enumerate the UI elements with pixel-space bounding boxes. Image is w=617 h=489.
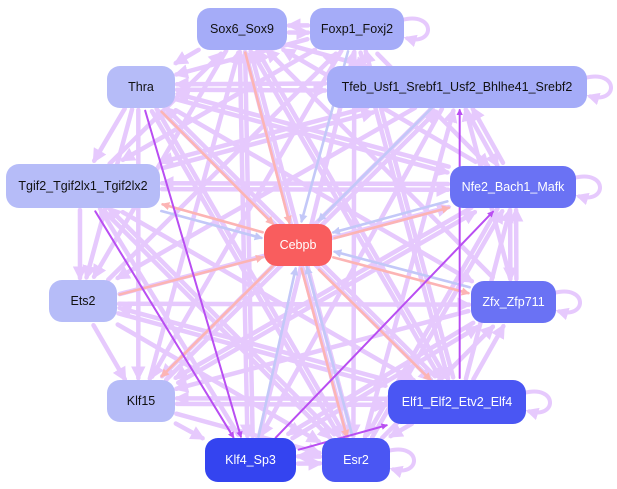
- node-label: Cebpb: [279, 238, 317, 252]
- node-label: Elf1_Elf2_Etv2_Elf4: [401, 395, 513, 409]
- node-label: Zfx_Zfp711: [482, 295, 545, 309]
- edge-tgif2-to-nfe2: [159, 182, 451, 197]
- node-label: Esr2: [343, 453, 369, 467]
- edge-nfe2-to-klf15: [173, 205, 474, 381]
- edge-esr2-to-thra: [154, 106, 347, 438]
- node-label: Klf4_Sp3: [225, 453, 276, 467]
- edge-sox6-to-cebpb: [243, 51, 292, 225]
- edge-thra-to-cebpb: [160, 110, 275, 226]
- node-label: Thra: [128, 80, 154, 94]
- self-loop-nfe2: [573, 174, 602, 206]
- edge-zfx-to-klf4: [285, 320, 476, 437]
- edge-klf4-to-elf1: [297, 423, 388, 451]
- node-label: Nfe2_Bach1_Mafk: [461, 180, 565, 194]
- edge-cebpb-to-zfx: [332, 256, 470, 296]
- edge-zfx-to-sox6: [264, 47, 495, 280]
- edge-sox6-to-elf1: [250, 50, 444, 382]
- node-elf1[interactable]: Elf1_Elf2_Etv2_Elf4: [388, 380, 526, 424]
- node-tgif2[interactable]: Tgif2_Tgif2lx1_Tgif2lx2: [6, 164, 160, 208]
- edge-ets2-to-esr2: [115, 322, 322, 444]
- self-loop-layer: [387, 16, 613, 479]
- edge-cebpb-to-elf1: [317, 268, 432, 382]
- edge-klf15-to-klf4: [173, 421, 206, 441]
- node-label: Foxp1_Foxj2: [320, 22, 394, 36]
- node-esr2[interactable]: Esr2: [322, 438, 390, 482]
- edge-sox6-to-klf4: [237, 49, 255, 439]
- node-sox6[interactable]: Sox6_Sox9: [197, 8, 287, 50]
- node-cebpb[interactable]: Cebpb: [264, 224, 332, 266]
- edge-cebpb-to-tgif2: [161, 202, 264, 234]
- edge-foxp1-to-klf15: [149, 48, 344, 380]
- node-zfx[interactable]: Zfx_Zfp711: [471, 281, 556, 323]
- node-thra[interactable]: Thra: [107, 66, 175, 108]
- edge-thra-to-tgif2: [91, 106, 127, 164]
- node-ets2[interactable]: Ets2: [49, 280, 117, 322]
- edge-thra-to-zfx: [173, 107, 475, 284]
- edge-klf4-to-nfe2: [274, 210, 494, 439]
- self-loop-zfx: [553, 289, 582, 321]
- edge-thra-to-tfeb: [174, 83, 328, 98]
- edge-tgif2-to-elf1: [120, 209, 417, 383]
- edge-tgif2-to-cebpb: [160, 209, 263, 241]
- edge-elf1-to-sox6: [255, 48, 448, 380]
- self-loop-esr2: [387, 447, 416, 479]
- edge-klf15-to-nfe2: [175, 209, 478, 385]
- edge-sox6-to-thra: [173, 47, 201, 66]
- edge-tgif2-to-klf4: [94, 210, 235, 439]
- node-foxp1[interactable]: Foxp1_Foxj2: [310, 8, 404, 50]
- node-label: Tgif2_Tgif2lx1_Tgif2lx2: [18, 179, 148, 193]
- edge-nfe2-to-tgif2: [159, 176, 451, 191]
- edge-thra-to-klf4: [144, 109, 243, 438]
- self-loop-elf1: [523, 389, 552, 421]
- node-label: Klf15: [126, 394, 156, 408]
- edge-cebpb-to-esr2: [300, 267, 350, 439]
- edge-cebpb-to-klf15: [160, 264, 274, 378]
- edge-zfx-to-cebpb: [333, 249, 471, 289]
- edge-tfeb-to-ets2: [115, 105, 418, 281]
- edge-tfeb-to-nfe2: [464, 108, 500, 168]
- edge-esr2-to-cebpb: [304, 265, 354, 437]
- edge-foxp1-to-esr2: [346, 49, 361, 439]
- edge-cebpb-to-nfe2: [333, 205, 451, 240]
- node-klf15[interactable]: Klf15: [107, 380, 175, 422]
- edge-tfeb-to-cebpb: [317, 106, 433, 222]
- node-nfe2[interactable]: Nfe2_Bach1_Mafk: [450, 166, 576, 208]
- edge-elf1-to-esr2: [388, 421, 415, 439]
- node-tfeb[interactable]: Tfeb_Usf1_Srebf1_Usf2_Bhlhe41_Srebf2: [327, 66, 587, 108]
- edge-klf4-to-cebpb: [257, 266, 299, 438]
- edge-tfeb-to-tgif2: [158, 105, 370, 167]
- self-loop-tfeb: [584, 74, 613, 106]
- edge-klf4-to-sox6: [238, 49, 255, 439]
- self-loop-foxp1: [401, 16, 430, 48]
- node-label: Ets2: [70, 294, 96, 308]
- node-label: Sox6_Sox9: [210, 22, 274, 36]
- edge-nfe2-to-thra: [174, 90, 451, 169]
- node-label: Tfeb_Usf1_Srebf1_Usf2_Bhlhe41_Srebf2: [341, 80, 573, 94]
- edge-nfe2-to-cebpb: [331, 200, 449, 235]
- edge-elf1-to-zfx: [471, 323, 506, 382]
- node-klf4[interactable]: Klf4_Sp3: [205, 438, 296, 482]
- edge-ets2-to-klf15: [91, 323, 128, 382]
